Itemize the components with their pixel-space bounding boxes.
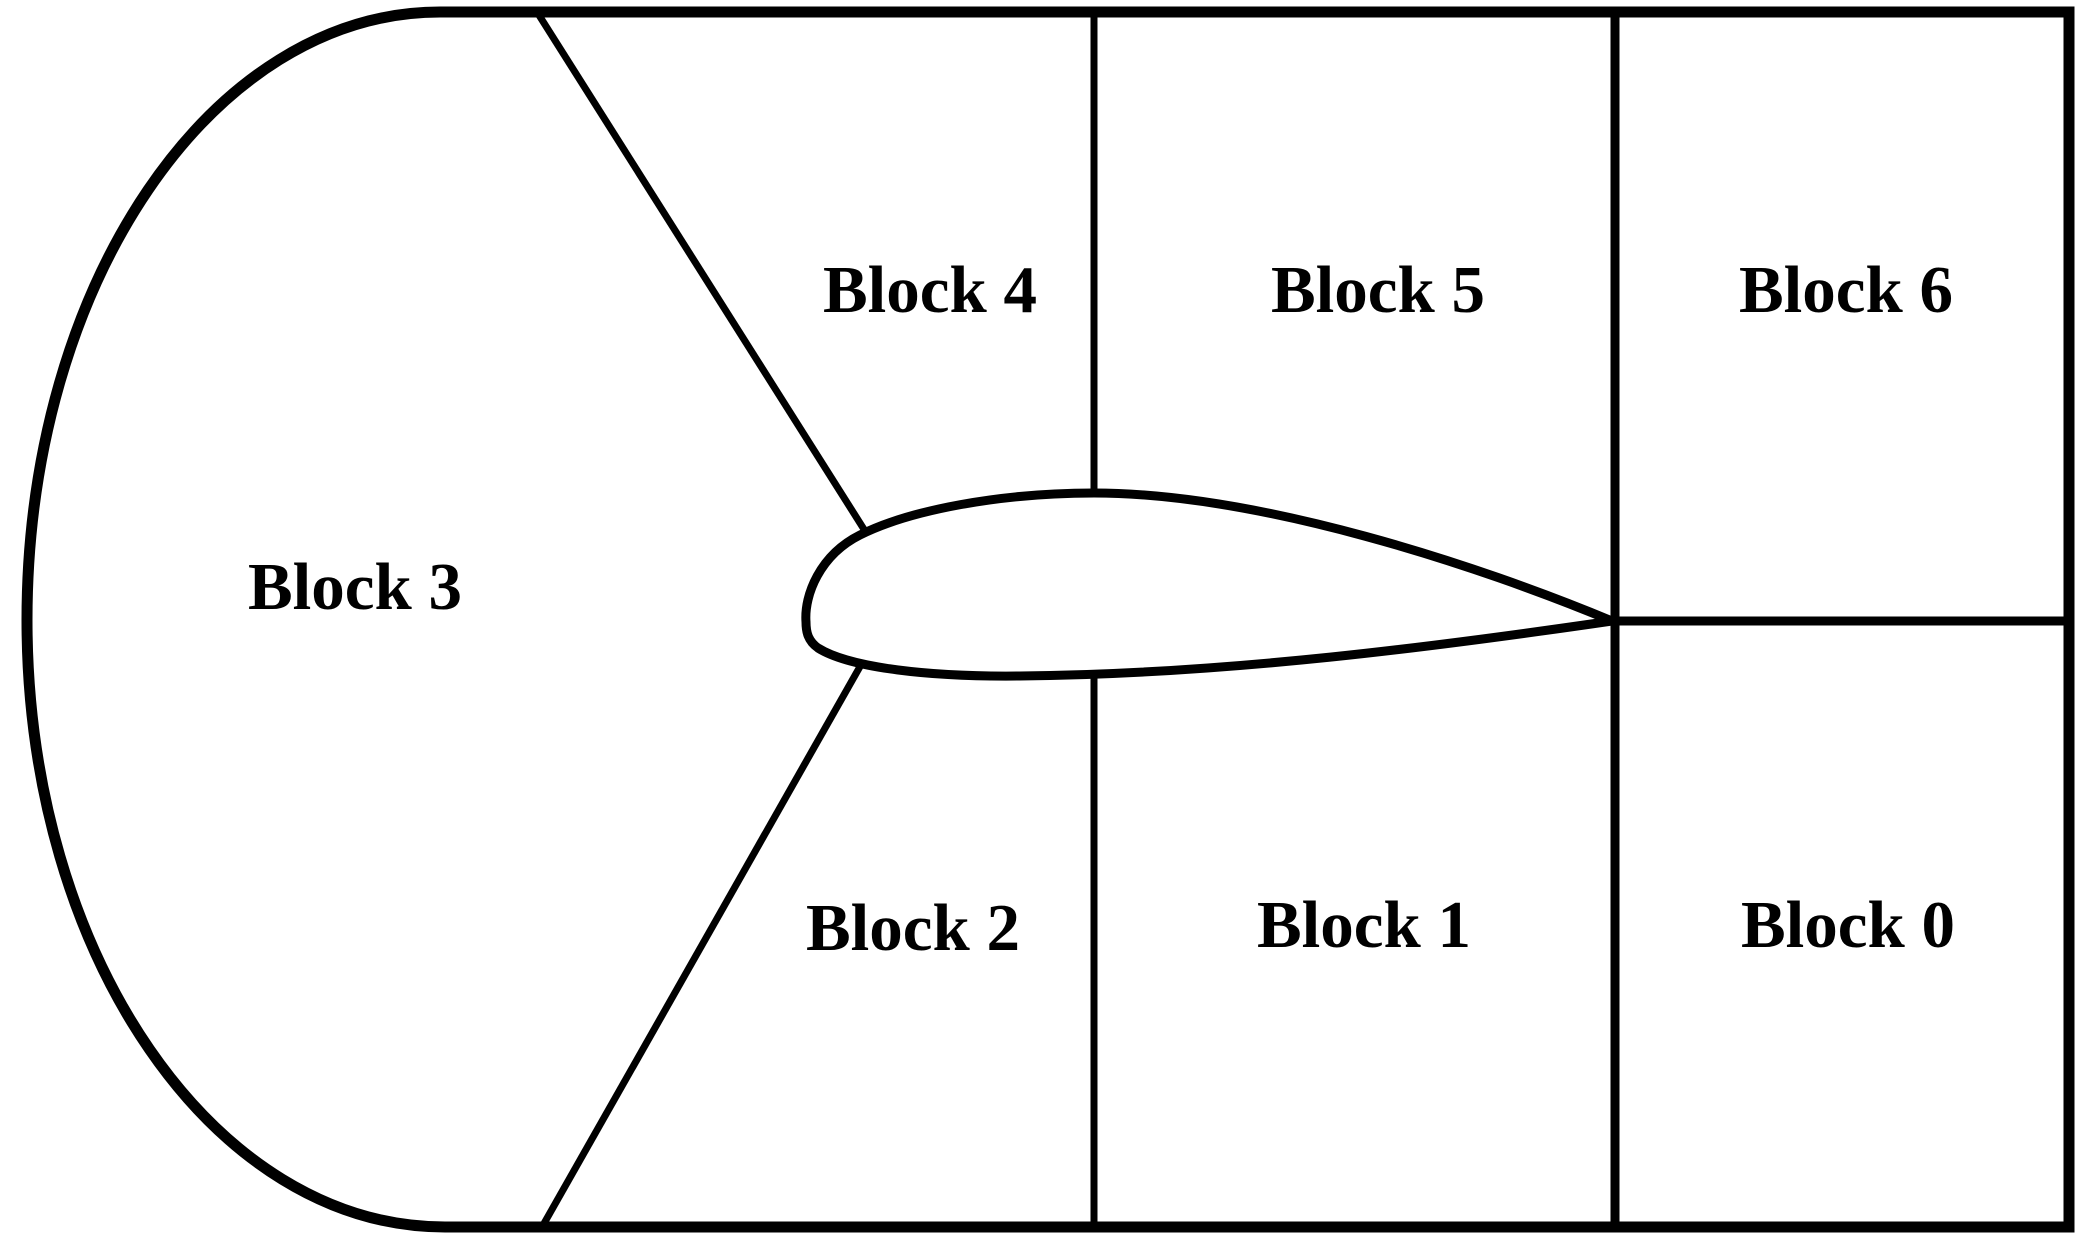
label-block-5: Block 5 <box>1271 253 1485 327</box>
label-block-6: Block 6 <box>1739 253 1953 327</box>
label-block-4: Block 4 <box>823 253 1037 327</box>
divider-diagonal-upper <box>534 10 875 544</box>
divider-diagonal-lower <box>538 654 870 1229</box>
outer-boundary <box>21 6 2075 1233</box>
label-block-2: Block 2 <box>806 891 1020 965</box>
label-block-1: Block 1 <box>1257 888 1471 962</box>
label-block-0: Block 0 <box>1741 888 1955 962</box>
airfoil-outline <box>801 488 1629 681</box>
label-block-3: Block 3 <box>248 550 462 624</box>
